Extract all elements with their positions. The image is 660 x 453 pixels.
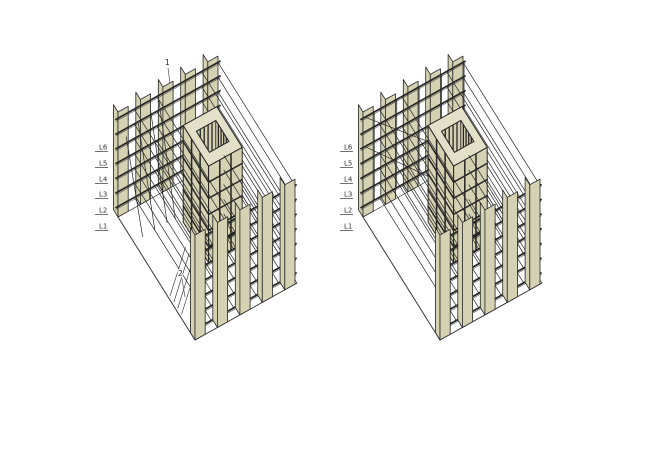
front-fin-side [457,214,463,328]
front-fin-side [257,189,263,303]
tower-floor-line [207,178,243,200]
front-fin-side [212,214,218,328]
level-label-l4: L4 [344,176,353,184]
front-fin-side [189,227,196,341]
tower-floor-line [427,189,455,232]
tower-floor-line [452,194,488,216]
back-beam [115,89,221,150]
level-label-l2: L2 [99,207,107,215]
left-diagram [113,54,298,341]
front-fin-side [479,202,486,316]
right-diagram [357,54,543,341]
tower-floor-line [427,156,455,200]
back-fin-side [113,104,119,218]
right-level-labels: L6 L5 L4 L3 L2 L1 [340,144,353,231]
front-fin [529,178,541,291]
level-label-l5: L5 [344,160,352,168]
bracing-line [364,116,441,147]
front-fin-side [524,177,531,291]
tower-floor-line [427,140,455,183]
back-beam [360,89,466,150]
slab-edge [378,108,457,233]
slab-edge [223,169,257,223]
callout-2-leader [181,278,186,298]
front-fin [239,203,251,316]
callout-1: 1 [165,58,170,67]
slab-edge [446,71,524,195]
level-label-l3: L3 [99,191,107,199]
slab-edge [401,110,480,235]
tower-floor-line [427,173,455,216]
level-label-l4: L4 [99,176,108,184]
slab-edge [217,76,296,201]
front-fin [506,191,518,303]
slab-edge [468,169,502,223]
front-fin [194,228,206,341]
slab-edge [378,123,457,248]
back-beam [115,75,221,135]
floor-edge [362,216,441,341]
tower-floor-line [182,189,210,232]
slab-edge [468,155,502,208]
level-label-l1: L1 [344,223,352,231]
front-fin [284,178,296,291]
callout-2: 2 [178,269,183,278]
slab-edge [156,110,235,235]
cable [125,136,143,237]
slab-edge [462,62,541,186]
tower-floor-line [182,173,210,216]
slab-edge [133,108,212,233]
tower-floor-line [452,178,488,200]
back-beam [360,75,466,135]
level-label-l6: L6 [99,144,108,152]
tower-floor-line [182,156,210,200]
slab-edge [156,96,235,220]
level-label-l6: L6 [344,144,353,152]
front-fin-side [502,189,508,303]
stair-line [173,253,190,303]
floor-edge [117,216,196,341]
front-fin-side [234,202,241,316]
slab-edge [217,62,296,186]
level-label-l2: L2 [344,207,352,215]
slab-edge [401,96,480,220]
front-fin [261,191,273,303]
left-level-labels: L6 L5 L4 L3 L2 L1 [95,144,108,231]
slab-edge [133,123,212,248]
tower-floor-line [207,194,243,216]
stair-line [169,247,186,297]
level-label-l3: L3 [344,191,352,199]
tower-floor-line [182,140,210,183]
front-fin [461,216,474,328]
back-fin-side [357,104,364,218]
front-fin [484,203,496,316]
slab-edge [223,155,257,208]
front-fin [439,228,451,341]
level-label-l5: L5 [99,160,107,168]
back-beam [115,60,221,121]
back-beam [360,60,466,121]
shaft-opening-rim [195,120,230,153]
front-fin-side [279,177,286,291]
cable [138,123,156,230]
slab-edge [201,71,279,195]
front-fin [216,216,229,328]
slab-edge [462,76,541,201]
level-label-l1: L1 [99,223,107,231]
left-callouts: 1 2 [164,57,186,298]
shaft-opening-rim [441,120,475,153]
front-fin-side [434,227,441,341]
cable [150,110,168,224]
callout-1-leader [167,67,171,84]
